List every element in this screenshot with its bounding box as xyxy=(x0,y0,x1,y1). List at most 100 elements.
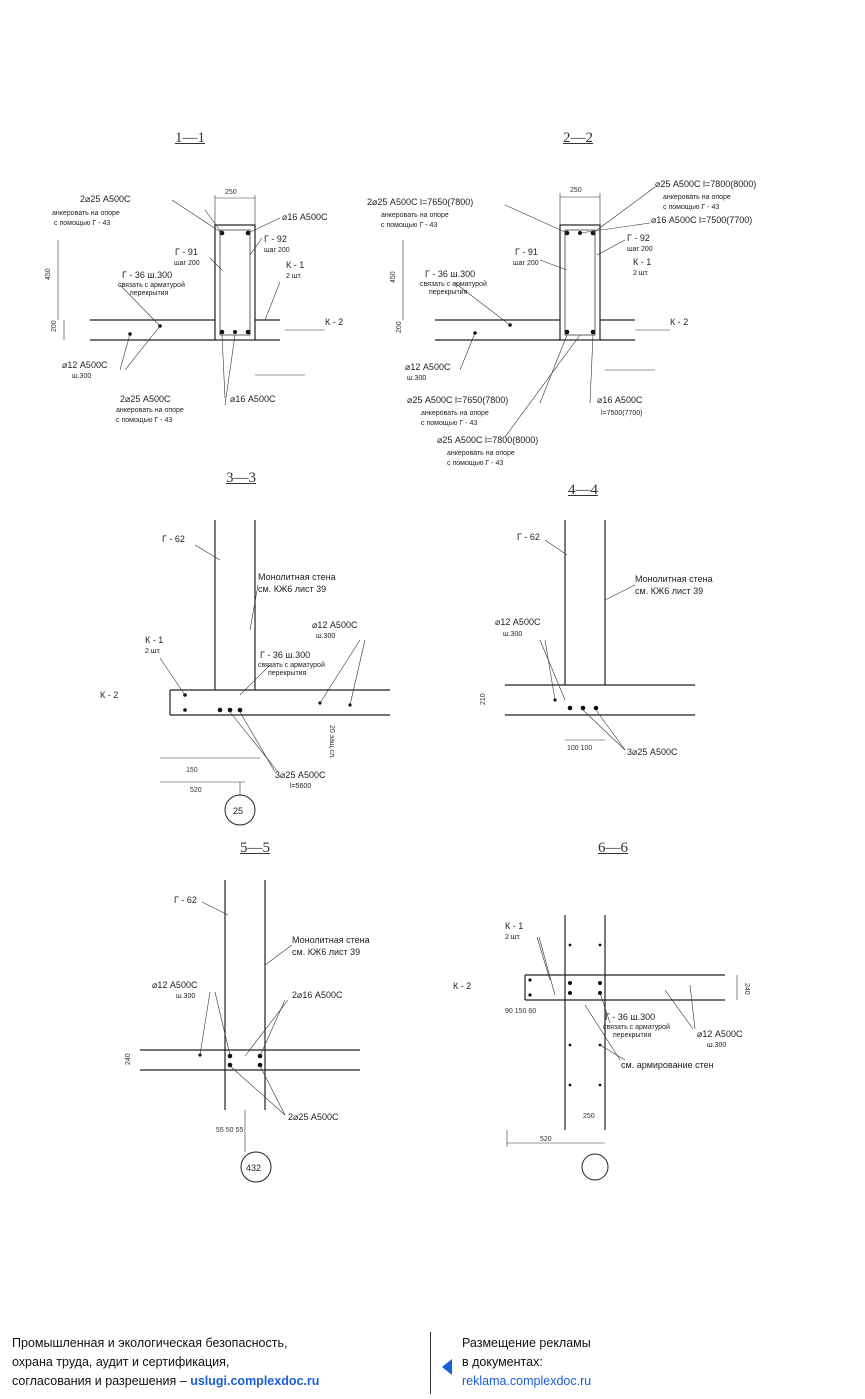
ad-footer: Промышленная и экологическая безопасност… xyxy=(0,1320,865,1399)
section-title-6: 6—6 xyxy=(598,840,628,856)
svg-text:20 защ.сл.: 20 защ.сл. xyxy=(328,725,335,759)
footer-left-line: Промышленная и экологическая безопасност… xyxy=(12,1336,288,1350)
s2-note: анкеровать на опоре xyxy=(447,450,515,457)
s1-note: с помощью Г - 43 xyxy=(116,417,172,424)
s6-note: перекрытия xyxy=(613,1032,652,1039)
s1-rebar-top-label: 2⌀25 А500С xyxy=(80,194,131,204)
s2-note: перекрытия xyxy=(429,289,468,296)
s2-rebar-label: ⌀25 А500С l=7800(8000) xyxy=(655,179,756,189)
s1-note: с помощью Г - 43 xyxy=(54,220,110,227)
s2-stirrup-label: Г - 92 xyxy=(627,233,650,243)
svg-text:450: 450 xyxy=(45,268,52,280)
reklama-link[interactable]: reklama.complexdoc.ru xyxy=(462,1374,592,1388)
svg-text:250: 250 xyxy=(583,1113,595,1120)
s4-wall-ref: см. КЖ6 лист 39 xyxy=(635,586,703,596)
s2-note: с помощью Г - 43 xyxy=(381,222,437,229)
s1-note: анкеровать на опоре xyxy=(52,210,120,217)
s2-frame-label: К - 2 xyxy=(670,317,688,327)
s5-wall-ref: см. КЖ6 лист 39 xyxy=(292,947,360,957)
s5-rebar-label: 2⌀25 А500С xyxy=(288,1112,339,1122)
section-6-drawing: 240 90 150 60 250 520 К - 1 2 шт. К - 2 … xyxy=(453,915,750,1181)
s1-note: связать с арматурой xyxy=(118,281,185,289)
section-5-drawing: 240 55 50 55 432 Г - 62 Монолитная стена… xyxy=(125,880,370,1183)
svg-text:450: 450 xyxy=(390,271,397,283)
s1-rebar-label: ⌀12 А500С xyxy=(62,360,108,370)
s2-count-label: 2 шт. xyxy=(633,270,649,277)
s4-step-label: ш.300 xyxy=(503,631,522,638)
s4-stirrup-label: Г - 62 xyxy=(517,532,540,542)
s3-bar-label: Г - 36 ш.300 xyxy=(260,650,310,660)
s1-step-label: ш.300 xyxy=(72,373,91,380)
s2-rebar-label: ⌀16 А500С xyxy=(597,395,643,405)
s2-stirrup-label: Г - 91 xyxy=(515,247,538,257)
svg-text:240: 240 xyxy=(743,983,750,995)
s3-note: связать с арматурой xyxy=(258,661,325,669)
s1-step-label: шаг 200 xyxy=(174,260,200,267)
section-3-drawing: 150 520 20 защ.сл. 25 Г - 62 Монолитная … xyxy=(100,520,390,826)
s2-note: l=7500(7700) xyxy=(601,410,642,417)
section-title-1: 1—1 xyxy=(175,130,205,146)
svg-text:210: 210 xyxy=(480,693,487,705)
section-4-drawing: 210 100 100 Г - 62 Монолитная стена см. … xyxy=(480,520,713,757)
s1-rebar-label: ⌀16 А500С xyxy=(282,212,328,222)
footer-right-line: Размещение рекламы xyxy=(462,1336,591,1350)
s4-rebar-label: ⌀12 А500С xyxy=(495,617,541,627)
svg-text:520: 520 xyxy=(190,787,202,794)
s1-count-label: 2 шт. xyxy=(286,273,302,280)
s6-count-label: 2 шт. xyxy=(505,934,521,941)
s1-note: перекрытия xyxy=(130,290,169,297)
s3-frame-label: К - 1 xyxy=(145,635,163,645)
s3-frame-label: К - 2 xyxy=(100,690,118,700)
s2-step-label: шаг 200 xyxy=(627,246,653,253)
s6-wall-note: см. армирование стен xyxy=(621,1060,714,1070)
s5-marker-number: 432 xyxy=(246,1163,261,1173)
s3-length-label: l=5600 xyxy=(290,783,311,790)
footer-left-line: охрана труда, аудит и сертификация, xyxy=(12,1355,230,1369)
s2-note: с помощью Г - 43 xyxy=(663,204,719,211)
svg-text:150: 150 xyxy=(186,767,198,774)
s1-frame-label: К - 2 xyxy=(325,317,343,327)
s4-wall-label: Монолитная стена xyxy=(635,574,713,584)
s2-frame-label: К - 1 xyxy=(633,257,651,267)
s3-note: перекрытия xyxy=(268,670,307,677)
footer-divider xyxy=(430,1332,431,1394)
footer-right-block: Размещение рекламы в документах: reklama… xyxy=(462,1334,591,1391)
s1-rebar-label: 2⌀25 А500С xyxy=(120,394,171,404)
s6-marker-circle xyxy=(581,1153,609,1181)
s3-wall-label: Монолитная стена xyxy=(258,572,336,582)
s2-note: связать с арматурой xyxy=(420,280,487,288)
svg-text:520: 520 xyxy=(540,1136,552,1143)
s2-note: с помощью Г - 43 xyxy=(447,460,503,467)
s1-stirrup-label: Г - 92 xyxy=(264,234,287,244)
s5-marker-circle xyxy=(240,1151,272,1183)
footer-left-line: согласования и разрешения – uslugi.compl… xyxy=(12,1372,319,1391)
s5-step-label: ш.300 xyxy=(176,993,195,1000)
s1-step-label: шаг 200 xyxy=(264,247,290,254)
s3-marker-circle xyxy=(224,794,256,826)
s4-rebar-label: 3⌀25 А500С xyxy=(627,747,678,757)
section-title-2: 2—2 xyxy=(563,130,593,146)
s3-count-label: 2 шт. xyxy=(145,648,161,655)
s3-rebar-label: 3⌀25 А500С xyxy=(275,770,326,780)
s5-rebar-label: 2⌀16 А500С xyxy=(292,990,343,1000)
uslugi-link[interactable]: uslugi.complexdoc.ru xyxy=(190,1374,320,1388)
s3-rebar-label: ⌀12 А500С xyxy=(312,620,358,630)
s1-note: анкеровать на опоре xyxy=(116,407,184,414)
s6-note: связать с арматурой xyxy=(603,1023,670,1031)
s5-stirrup-label: Г - 62 xyxy=(174,895,197,905)
svg-text:250: 250 xyxy=(225,189,237,196)
svg-text:250: 250 xyxy=(570,187,582,194)
left-arrow-icon xyxy=(442,1359,452,1375)
footer-left-block: Промышленная и экологическая безопасност… xyxy=(12,1334,319,1391)
s3-stirrup-label: Г - 62 xyxy=(162,534,185,544)
svg-text:200: 200 xyxy=(51,320,58,332)
section-title-4: 4—4 xyxy=(568,482,598,498)
section-title-5: 5—5 xyxy=(240,840,270,856)
s2-rebar-label: 2⌀25 А500С l=7650(7800) xyxy=(367,197,473,207)
svg-text:200: 200 xyxy=(396,321,403,333)
s3-step-label: ш.300 xyxy=(316,633,335,640)
footer-left-text: согласования и разрешения – xyxy=(12,1374,187,1388)
svg-text:90 150 60: 90 150 60 xyxy=(505,1008,536,1015)
s6-frame-label: К - 1 xyxy=(505,921,523,931)
svg-text:100 100: 100 100 xyxy=(567,745,592,752)
